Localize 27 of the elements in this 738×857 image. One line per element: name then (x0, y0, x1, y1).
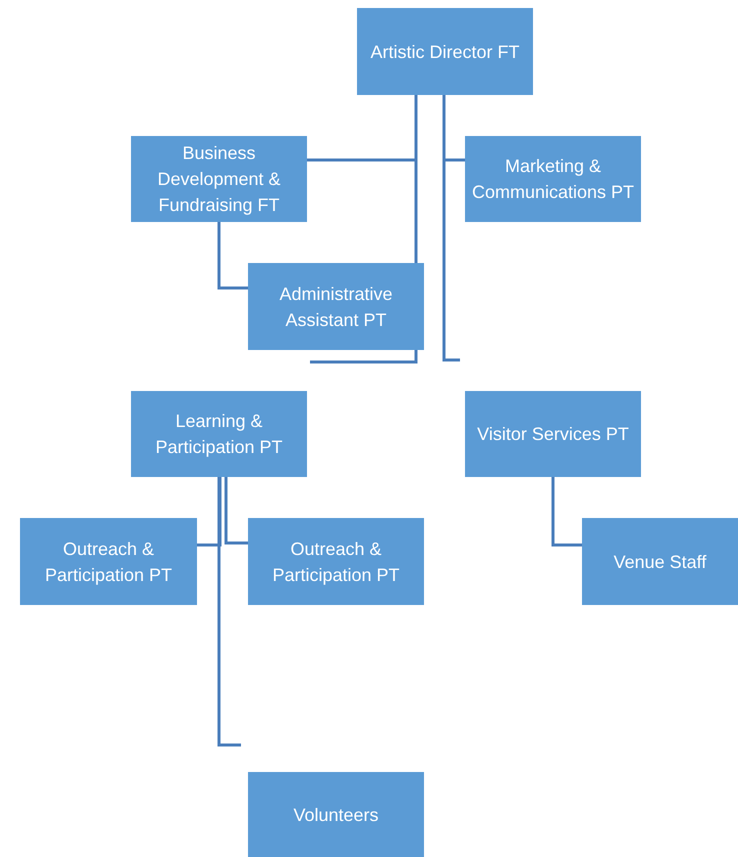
role-box (20, 518, 197, 605)
role-box (465, 391, 641, 477)
connector-line (224, 477, 248, 544)
role-box (248, 772, 424, 857)
role-title: Marketing & Communications PT (470, 155, 636, 204)
role-title: Venue Staff (614, 550, 706, 574)
role-title: Artistic Director FT (370, 40, 520, 64)
role-box (357, 8, 533, 95)
role-box (131, 391, 307, 477)
connector-line (310, 350, 418, 364)
role-box (465, 136, 641, 222)
role-title: Visitor Services PT (477, 423, 629, 446)
role-box (248, 518, 424, 605)
role-title: Volunteers (293, 804, 379, 826)
connector-line (442, 95, 460, 362)
role-title: Administrative Assistant PT (278, 282, 394, 332)
connector-line (552, 477, 582, 546)
role-title: Learning & Participation PT (154, 410, 284, 459)
connector-line (218, 222, 248, 290)
connector-line (218, 477, 241, 746)
role-title: Outreach & Participation PT (44, 538, 174, 587)
role-box (248, 263, 424, 350)
role-box (582, 518, 738, 605)
role-title: Business Development & Fundraising FT (156, 142, 282, 217)
role-title: Outreach & Participation PT (271, 538, 401, 587)
role-box (131, 136, 307, 222)
connector-line (197, 477, 222, 546)
